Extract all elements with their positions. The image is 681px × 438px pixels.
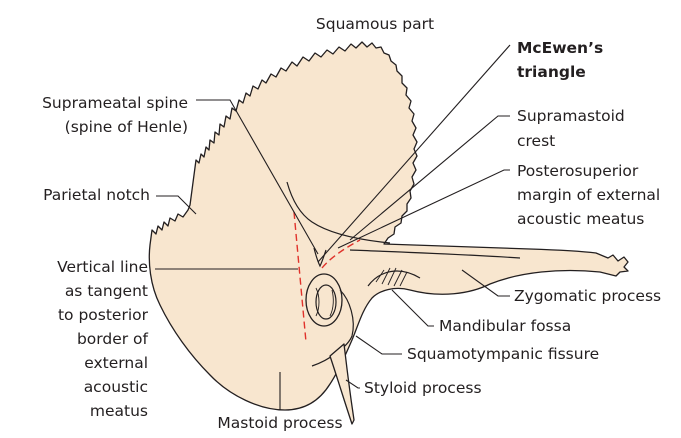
label-styloid-process: Styloid process xyxy=(364,379,482,397)
label-vertical-line-line1: Vertical line xyxy=(57,258,148,276)
label-mandibular-fossa: Mandibular fossa xyxy=(439,317,571,335)
label-suprameatal-spine-line2: (spine of Henle) xyxy=(65,118,188,136)
label-posterosuperior-margin-line1: Posterosuperior xyxy=(517,162,639,180)
label-parietal-notch: Parietal notch xyxy=(43,186,150,204)
label-vertical-line-line6: acoustic xyxy=(84,378,148,396)
label-mcewens-triangle-line1: McEwen’s xyxy=(517,39,603,57)
label-suprameatal-spine-line1: Suprameatal spine xyxy=(42,94,188,112)
label-squamous-part: Squamous part xyxy=(316,15,434,33)
label-zygomatic-process: Zygomatic process xyxy=(514,287,661,305)
label-vertical-line-line4: border of xyxy=(77,330,149,348)
label-vertical-line-line3: to posterior xyxy=(58,306,149,324)
label-vertical-line-line7: meatus xyxy=(90,402,148,420)
label-supramastoid-crest-line1: Supramastoid xyxy=(517,107,625,125)
label-posterosuperior-margin-line2: margin of external xyxy=(517,186,660,204)
styloid-process-shape xyxy=(330,344,354,424)
label-supramastoid-crest-line2: crest xyxy=(517,132,555,150)
label-vertical-line-line2: as tangent xyxy=(65,282,148,300)
label-posterosuperior-margin-line3: acoustic meatus xyxy=(517,210,644,228)
label-squamotympanic-fissure: Squamotympanic fissure xyxy=(407,345,599,363)
temporal-bone xyxy=(149,42,628,424)
label-vertical-line-line5: external xyxy=(84,354,148,372)
label-mastoid-process: Mastoid process xyxy=(217,414,342,432)
label-mcewens-triangle-line2: triangle xyxy=(517,63,586,81)
external-acoustic-meatus xyxy=(306,274,342,326)
